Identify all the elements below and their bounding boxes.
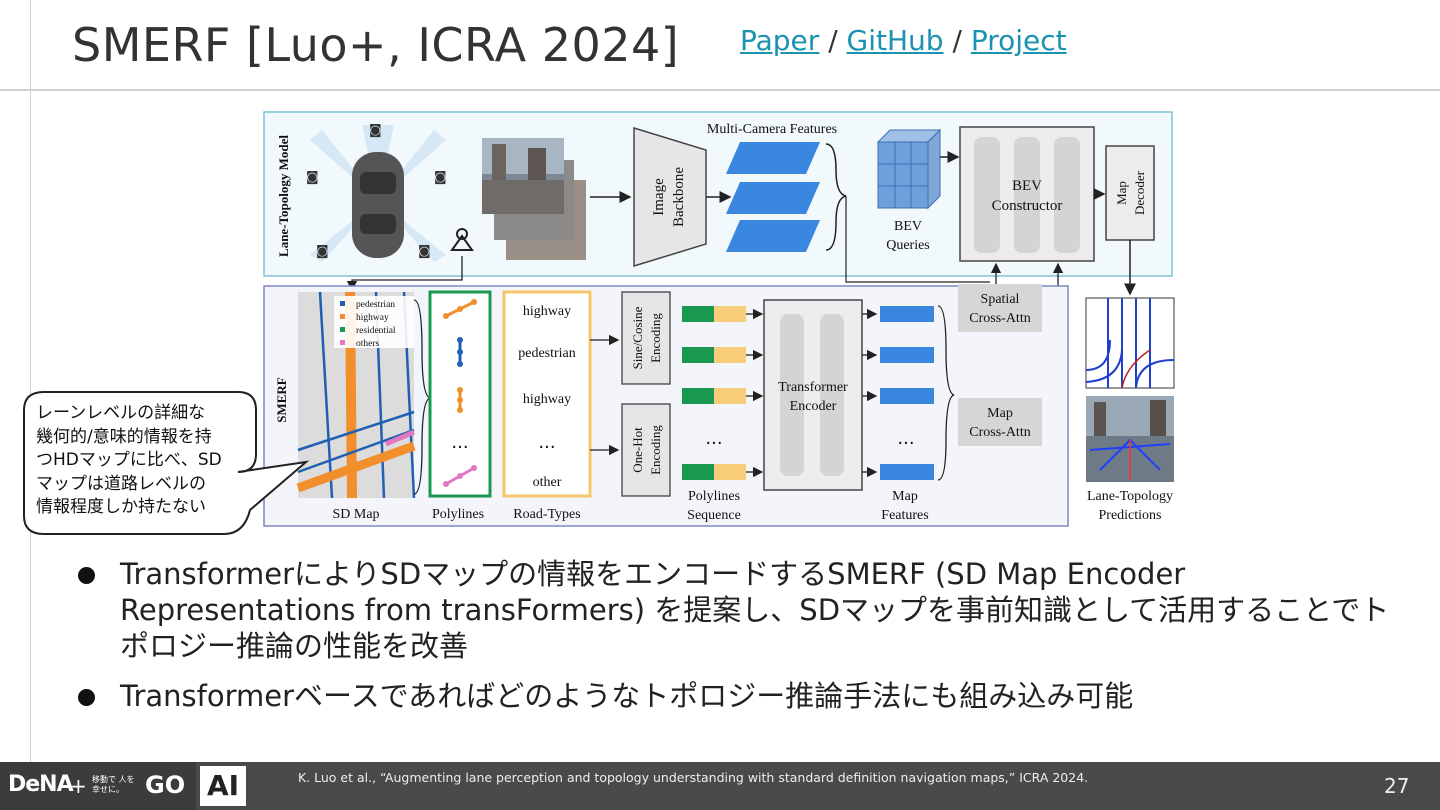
camera-images [482, 138, 586, 260]
camera-icon: ◙ [306, 170, 319, 185]
github-link[interactable]: GitHub [846, 24, 944, 57]
image-backbone-label: Backbone [671, 167, 687, 227]
legend-residential: residential [356, 326, 396, 336]
bev-constructor-label: Constructor [992, 198, 1063, 214]
project-link[interactable]: Project [970, 24, 1067, 57]
map-decoder-label: Map [1114, 181, 1129, 205]
bev-queries-cube [876, 128, 942, 210]
polyline-samples [443, 299, 477, 487]
car-with-cameras: ◙ ◙ ◙ ◙ ◙ [306, 123, 474, 262]
smerf-label: SMERF [274, 377, 289, 423]
polylines-sequence-caption: Polylines [688, 489, 740, 504]
road-type-item: highway [523, 392, 571, 407]
ai-badge: AI [200, 766, 246, 806]
callout-bubble [23, 391, 310, 535]
slide-footer: DeNA + 移動で 人を幸せに。 GO AI K. Luo et al., “… [0, 762, 1440, 810]
camera-feature-planes [726, 142, 820, 252]
map-cross-attn-label: Map [987, 406, 1013, 421]
legend-pedestrian: pedestrian [356, 300, 395, 310]
lane-topology-predictions-caption: Lane-Topology [1087, 489, 1173, 504]
callout-line: レーンレベルの詳細な [36, 403, 206, 423]
spatial-cross-attn-label: Spatial [981, 292, 1020, 307]
transformer-encoder-block [763, 299, 863, 491]
multi-camera-features-label: Multi-Camera Features [707, 122, 837, 137]
callout-text: レーンレベルの詳細な 幾何的/意味的情報を持 つHDマップに比べ、SD マップは… [36, 402, 256, 520]
resource-links: Paper / GitHub / Project [740, 24, 1067, 57]
road-type-item: pedestrian [518, 346, 576, 361]
sd-map-caption: SD Map [332, 507, 379, 522]
legend-highway: highway [356, 313, 389, 323]
one-hot-encoding-block [621, 403, 671, 497]
paper-link[interactable]: Paper [740, 24, 820, 57]
transformer-encoder-label: Transformer [778, 380, 848, 395]
sine-cosine-label: Sine/Cosine [630, 306, 645, 369]
map-cross-attn-label: Cross-Attn [969, 425, 1030, 440]
image-backbone-block [633, 126, 707, 268]
smerf-architecture-diagram: Lane-Topology Model ◙ ◙ ◙ ◙ ◙ Image Back… [23, 111, 1175, 535]
legend-others: others [356, 339, 380, 349]
spatial-cross-attn-label: Cross-Attn [969, 311, 1030, 326]
spatial-cross-attn-block [958, 284, 1042, 332]
camera-icon: ◙ [434, 170, 447, 185]
camera-icon: ◙ [316, 244, 329, 259]
road-type-item: highway [523, 304, 571, 319]
polylines-sequence-caption: Sequence [687, 508, 741, 523]
slide-title: SMERF [Luo+, ICRA 2024] [72, 18, 680, 72]
bev-queries-label: Queries [886, 238, 930, 253]
tokens-ellipsis: ... [705, 428, 722, 449]
callout-line: 幾何的/意味的情報を持 [36, 426, 212, 447]
camera-icon: ◙ [369, 123, 382, 138]
map-features-caption: Map [892, 489, 918, 504]
bullet-item: TransformerによりSDマップの情報をエンコードするSMERF (SD … [72, 556, 1402, 664]
image-backbone-label: Image [651, 178, 667, 216]
left-margin-rule [30, 0, 31, 762]
callout-line: つHDマップに比べ、SD [36, 450, 222, 470]
bev-queries-label: BEV [894, 219, 922, 234]
map-features-ellipsis: ... [897, 428, 914, 449]
plus-sign: + [70, 774, 87, 798]
bullet-dot-icon [78, 689, 95, 706]
map-feature-tokens [862, 306, 934, 480]
brand-logo: DeNA + 移動で 人を幸せに。 GO [0, 762, 196, 810]
go-slogan: 移動で 人を幸せに。 [92, 775, 135, 794]
map-cross-attn-block [958, 398, 1042, 446]
lane-topology-label: Lane-Topology Model [276, 135, 291, 257]
link-separator: / [952, 24, 962, 57]
bullet-list: TransformerによりSDマップの情報をエンコードするSMERF (SD … [72, 556, 1402, 728]
road-types-box [502, 290, 592, 498]
map-pin-icon [450, 228, 474, 251]
citation: K. Luo et al., “Augmenting lane percepti… [298, 770, 1089, 785]
callout-line: マップは道路レベルの [36, 473, 206, 494]
road-types-caption: Road-Types [513, 507, 580, 522]
bullet-item: Transformerベースであればどのようなトポロジー推論手法にも組み込み可能 [72, 678, 1402, 714]
bullet-text: Transformerベースであればどのようなトポロジー推論手法にも組み込み可能 [120, 679, 1134, 713]
polylines-caption: Polylines [432, 507, 484, 522]
sine-cosine-label: Encoding [648, 313, 663, 363]
bullet-dot-icon [78, 567, 95, 584]
map-decoder-label: Decoder [1132, 170, 1147, 215]
link-separator: / [828, 24, 838, 57]
lane-topology-predictions-caption: Predictions [1099, 508, 1162, 523]
go-logo: GO [145, 771, 186, 799]
lane-topology-prediction-camera [1086, 396, 1174, 482]
polyline-tokens [682, 306, 764, 480]
map-features-brace [937, 305, 955, 481]
polylines-ellipsis: ... [451, 432, 468, 453]
road-type-item: ... [538, 432, 555, 453]
header-divider [0, 89, 1440, 91]
bullet-text: TransformerによりSDマップの情報をエンコードするSMERF (SD … [120, 557, 1390, 663]
one-hot-label: Encoding [648, 425, 663, 475]
dena-logo: DeNA [8, 772, 74, 797]
transformer-encoder-label: Encoder [790, 399, 837, 414]
bev-constructor-label: BEV [1012, 178, 1042, 194]
road-type-item: other [533, 475, 562, 490]
sine-cosine-encoding-block [621, 291, 671, 385]
camera-icon: ◙ [418, 244, 431, 259]
page-number: 27 [1384, 774, 1410, 798]
lane-topology-prediction-map [1085, 297, 1175, 389]
callout-line: 情報程度しか持たない [36, 497, 206, 517]
map-features-caption: Features [881, 508, 928, 523]
one-hot-label: One-Hot [630, 427, 645, 473]
sd-map-illustration [296, 291, 416, 499]
